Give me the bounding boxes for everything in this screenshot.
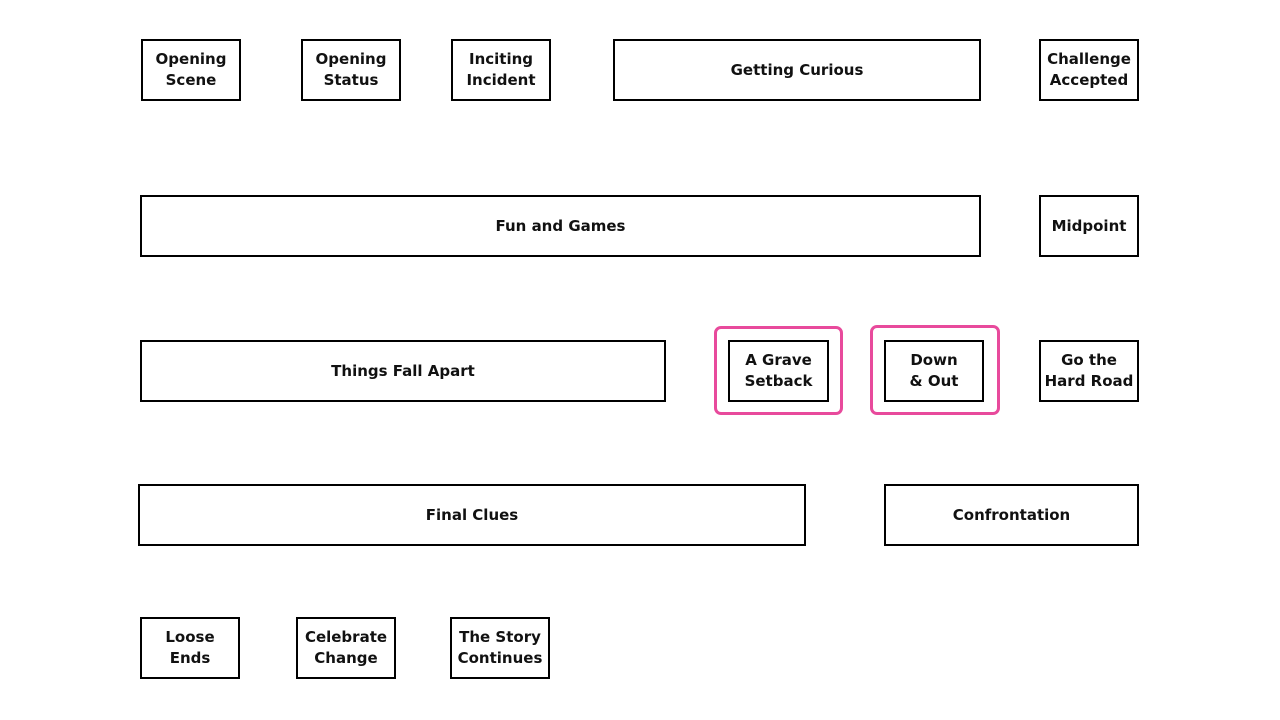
highlight-frame-grave-setback <box>714 326 843 415</box>
highlight-frame-down-and-out <box>870 325 1000 415</box>
beat-challenge-accepted: Challenge Accepted <box>1039 39 1139 101</box>
beat-confrontation: Confrontation <box>884 484 1139 546</box>
beat-opening-scene: Opening Scene <box>141 39 241 101</box>
beat-go-the-hard-road: Go the Hard Road <box>1039 340 1139 402</box>
beat-opening-status: Opening Status <box>301 39 401 101</box>
beat-inciting-incident: Inciting Incident <box>451 39 551 101</box>
beat-final-clues: Final Clues <box>138 484 806 546</box>
beat-a-grave-setback: A Grave Setback <box>728 340 829 402</box>
beat-down-and-out: Down & Out <box>884 340 984 402</box>
beat-midpoint: Midpoint <box>1039 195 1139 257</box>
beat-getting-curious: Getting Curious <box>613 39 981 101</box>
beat-fun-and-games: Fun and Games <box>140 195 981 257</box>
beat-things-fall-apart: Things Fall Apart <box>140 340 666 402</box>
beat-loose-ends: Loose Ends <box>140 617 240 679</box>
beat-celebrate-change: Celebrate Change <box>296 617 396 679</box>
beat-the-story-continues: The Story Continues <box>450 617 550 679</box>
